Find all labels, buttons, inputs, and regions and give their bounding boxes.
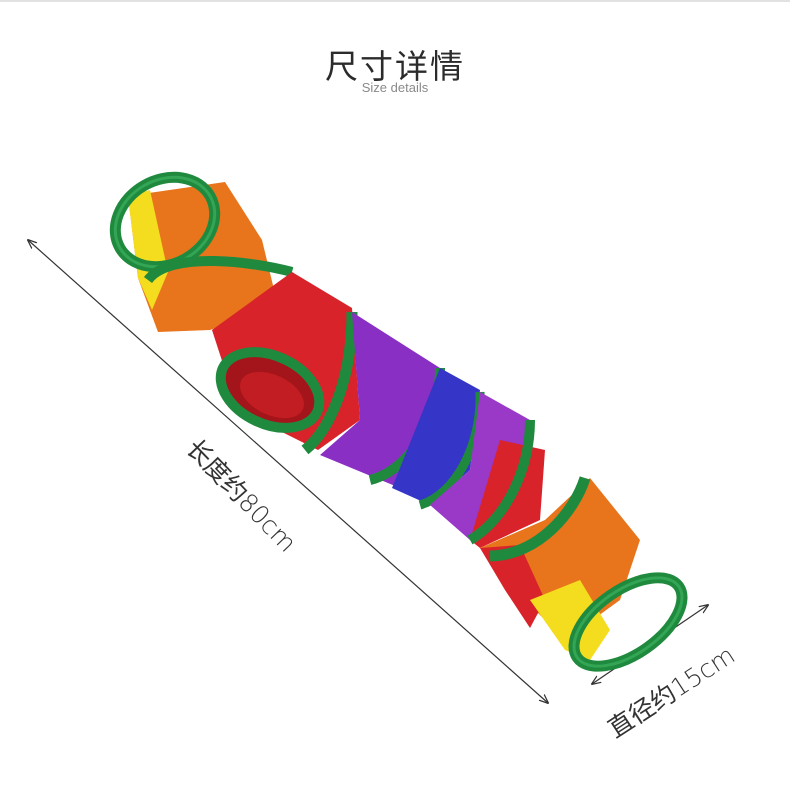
page-title: 尺寸详情 xyxy=(325,47,465,86)
rainbow-cat-tunnel-icon xyxy=(109,171,688,672)
top-divider xyxy=(0,0,790,2)
length-dimension-line xyxy=(28,240,548,703)
page-subtitle: Size details xyxy=(361,80,429,95)
